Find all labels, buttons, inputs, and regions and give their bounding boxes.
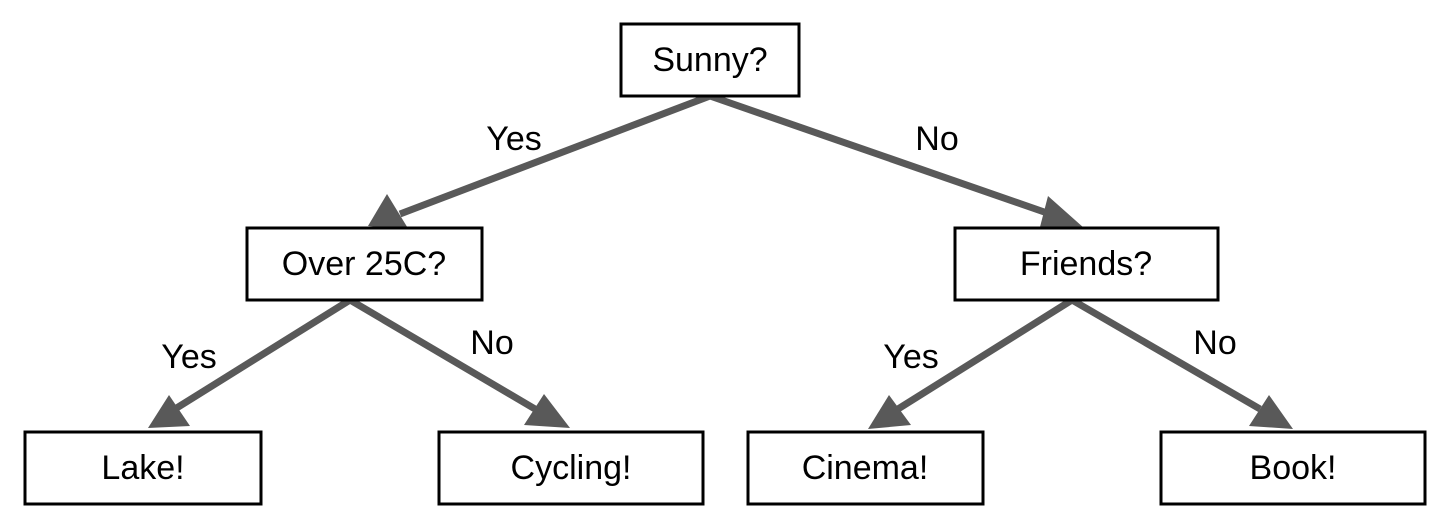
arrowhead-friends xyxy=(1040,196,1084,228)
arrowhead-book xyxy=(1249,395,1293,429)
arrowhead-cinema xyxy=(868,395,911,429)
node-root: Sunny? xyxy=(619,22,801,98)
node-lake-label: Lake! xyxy=(101,449,184,487)
node-book: Book! xyxy=(1159,430,1427,506)
node-friends-box xyxy=(953,226,1220,302)
node-root-label: Sunny? xyxy=(652,41,767,79)
node-book-box xyxy=(1159,430,1427,506)
node-lake-box xyxy=(23,430,263,506)
edge-labels-group: Yes No Yes No Yes No xyxy=(161,120,1236,376)
arrowhead-cycling xyxy=(524,394,570,428)
node-cycling-label: Cycling! xyxy=(511,449,632,487)
edges-group xyxy=(173,92,1262,413)
arrowhead-lake xyxy=(148,395,190,428)
node-book-label: Book! xyxy=(1250,449,1337,487)
edge-over25-lake xyxy=(173,297,352,412)
node-cinema: Cinema! xyxy=(746,430,985,506)
edge-label-over25-cycling: No xyxy=(470,324,513,362)
arrowhead-over25 xyxy=(368,194,409,230)
edge-label-root-friends: No xyxy=(915,120,958,158)
node-friends: Friends? xyxy=(953,226,1220,302)
node-over25-box xyxy=(245,226,484,302)
node-root-box xyxy=(619,22,801,98)
edge-label-over25-lake: Yes xyxy=(161,338,216,376)
edge-friends-cinema xyxy=(896,297,1074,412)
node-cycling-box xyxy=(437,430,705,506)
edge-label-root-over25: Yes xyxy=(486,120,541,158)
node-over25: Over 25C? xyxy=(245,226,484,302)
edge-label-friends-cinema: Yes xyxy=(883,338,938,376)
edge-root-over25 xyxy=(398,92,712,218)
nodes-group: Sunny? Over 25C? Friends? Lake! Cycling!… xyxy=(23,22,1427,506)
edge-root-friends xyxy=(708,92,1052,218)
node-cinema-label: Cinema! xyxy=(802,449,929,487)
node-over25-label: Over 25C? xyxy=(282,245,446,283)
edge-over25-cycling xyxy=(348,296,537,413)
node-cinema-box xyxy=(746,430,985,506)
edge-label-friends-book: No xyxy=(1193,324,1236,362)
node-cycling: Cycling! xyxy=(437,430,705,506)
edge-friends-book xyxy=(1070,296,1262,413)
node-lake: Lake! xyxy=(23,430,263,506)
node-friends-label: Friends? xyxy=(1020,245,1152,283)
arrowheads-group xyxy=(148,194,1293,429)
